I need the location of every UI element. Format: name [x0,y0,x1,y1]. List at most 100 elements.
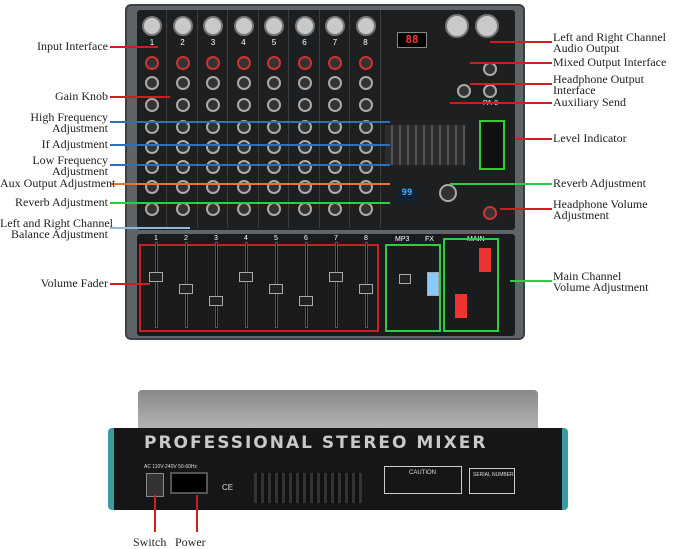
channel-knob[interactable] [358,202,373,216]
channel-fader[interactable]: 8 [351,235,381,330]
channel-knob[interactable] [358,76,373,90]
channel-knob[interactable] [358,120,373,134]
rear-top-edge [138,390,538,435]
channel-knob[interactable] [328,160,342,174]
channel-knob[interactable] [358,98,373,112]
fader-cap[interactable] [329,272,343,282]
channel-fader[interactable]: 6 [291,235,321,330]
channel-knob[interactable] [206,120,220,134]
channel-knob[interactable] [206,140,220,154]
fx-fader-cap[interactable] [427,272,439,296]
channel-knob[interactable] [145,140,159,154]
channel-knob[interactable] [267,98,281,112]
power-socket[interactable] [170,472,208,494]
channel-knob[interactable] [236,180,251,194]
channel-knob[interactable] [236,202,251,216]
channel-knob[interactable] [206,56,220,70]
channel-knob[interactable] [358,56,373,70]
channel-knob[interactable] [175,98,190,112]
fader-cap[interactable] [179,284,193,294]
channel-fader[interactable]: 4 [231,235,261,330]
channel-knob[interactable] [297,140,312,154]
channel-fader[interactable]: 3 [201,235,231,330]
reverb-knob[interactable] [439,184,457,202]
main-fader-highlight [443,238,499,332]
channel-knob[interactable] [206,76,220,90]
channel-strip: 2 [168,10,198,228]
channel-knob[interactable] [297,98,312,112]
channel-knob[interactable] [206,98,220,112]
channel-knob[interactable] [267,120,281,134]
channel-knob[interactable] [175,56,190,70]
channel-knob[interactable] [297,120,312,134]
fader-cap[interactable] [269,284,283,294]
channel-knob[interactable] [175,76,190,90]
channel-knob[interactable] [297,202,312,216]
fader-cap[interactable] [149,272,163,282]
channel-knob[interactable] [175,120,190,134]
channel-knob[interactable] [328,140,342,154]
channel-knob[interactable] [267,140,281,154]
right-section: 88 PA-8 99 [383,10,515,228]
channel-knob[interactable] [145,202,159,216]
channel-knob[interactable] [175,202,190,216]
channel-knob[interactable] [297,160,312,174]
main-fader-right-cap[interactable] [479,248,491,272]
channel-knob[interactable] [297,56,312,70]
channel-knob[interactable] [236,76,251,90]
channel-knob[interactable] [206,160,220,174]
right-callout-label: Left and Right Channel Audio Output [553,30,666,55]
headphone-volume-knob[interactable] [483,206,497,220]
channel-knob[interactable] [328,76,342,90]
channel-knob[interactable] [267,180,281,194]
fader-cap[interactable] [239,272,253,282]
channel-knob[interactable] [175,140,190,154]
channel-knob[interactable] [236,56,251,70]
fader-slot [215,242,218,328]
channel-knob[interactable] [328,120,342,134]
channel-knob[interactable] [175,160,190,174]
channel-knob[interactable] [328,56,342,70]
channel-knob[interactable] [206,202,220,216]
channel-fader[interactable]: 5 [261,235,291,330]
channel-knob[interactable] [358,160,373,174]
channel-knob[interactable] [358,140,373,154]
bottom-callout-label: Switch [133,535,167,549]
channel-knob[interactable] [145,76,159,90]
main-fader-left-cap[interactable] [455,294,467,318]
channel-knob[interactable] [358,180,373,194]
channel-fader[interactable]: 7 [321,235,351,330]
channel-knob[interactable] [267,76,281,90]
channel-knob[interactable] [328,180,342,194]
power-switch[interactable] [146,473,164,497]
channel-knob[interactable] [328,98,342,112]
channel-knob[interactable] [236,98,251,112]
channel-knob[interactable] [297,180,312,194]
channel-knob[interactable] [267,202,281,216]
mp3-fader-cap[interactable] [399,274,411,284]
channel-knob[interactable] [145,98,159,112]
channel-knob[interactable] [328,202,342,216]
channel-knob[interactable] [145,180,159,194]
channel-knob[interactable] [206,180,220,194]
channel-number: 8 [363,38,368,47]
channel-knob[interactable] [236,120,251,134]
channel-knob[interactable] [236,140,251,154]
channel-knob[interactable] [175,180,190,194]
channel-knob[interactable] [267,160,281,174]
channel-knob[interactable] [145,56,159,70]
channel-knob[interactable] [145,160,159,174]
channel-fader[interactable]: 1 [141,235,171,330]
fader-cap[interactable] [359,284,373,294]
channel-knob[interactable] [145,120,159,134]
fader-cap[interactable] [209,296,223,306]
channel-fader[interactable]: 2 [171,235,201,330]
channel-knob[interactable] [236,160,251,174]
channel-knob[interactable] [267,56,281,70]
channel-knob[interactable] [297,76,312,90]
fader-slot [155,242,158,328]
vent-grille [254,473,362,503]
fader-cap[interactable] [299,296,313,306]
input-jack [203,16,223,36]
